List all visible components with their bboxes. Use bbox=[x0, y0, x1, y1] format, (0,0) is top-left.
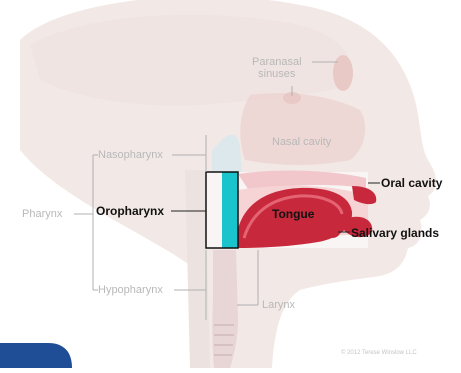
larynx-tube bbox=[212, 250, 238, 368]
oropharynx-fill bbox=[222, 172, 238, 248]
label-nasal-cavity: Nasal cavity bbox=[272, 137, 331, 148]
label-tongue: Tongue bbox=[272, 208, 314, 220]
salivary-gland-shape bbox=[324, 226, 340, 238]
label-paranasal-sinuses: Paranasal sinuses bbox=[252, 56, 302, 80]
label-oral-cavity: Oral cavity bbox=[381, 177, 442, 189]
blue-tab bbox=[0, 343, 72, 368]
label-larynx: Larynx bbox=[262, 300, 295, 311]
sinus-shape bbox=[333, 55, 353, 91]
label-oropharynx: Oropharynx bbox=[96, 205, 164, 217]
label-pharynx: Pharynx bbox=[22, 209, 62, 220]
label-salivary-glands: Salivary glands bbox=[351, 227, 439, 239]
label-hypopharynx: Hypopharynx bbox=[98, 285, 163, 296]
copyright-credit: © 2012 Terese Winslow LLC bbox=[341, 350, 417, 356]
label-nasopharynx: Nasopharynx bbox=[98, 150, 163, 161]
brain-region bbox=[30, 15, 353, 106]
